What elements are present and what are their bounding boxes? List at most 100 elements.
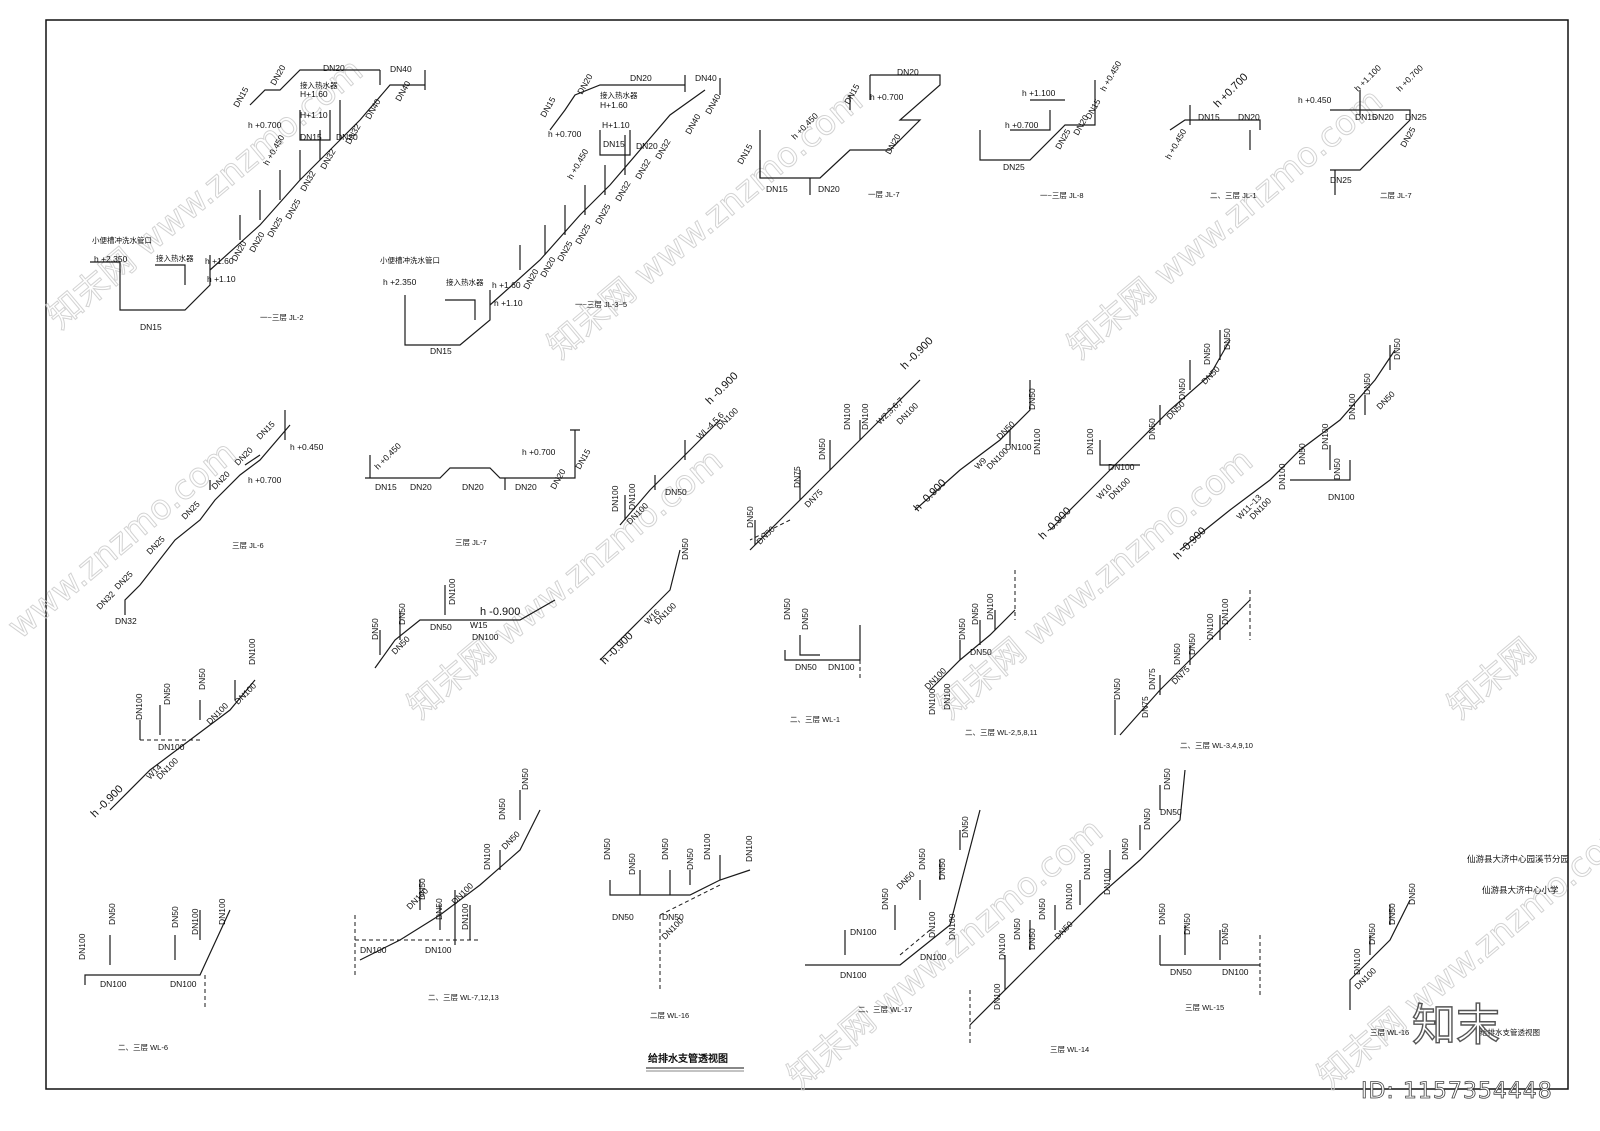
svg-text:DN100: DN100: [460, 903, 470, 930]
svg-text:DN25: DN25: [593, 202, 613, 226]
svg-text:DN100: DN100: [447, 578, 457, 605]
svg-text:DN50: DN50: [1027, 928, 1037, 950]
svg-text:DN50: DN50: [107, 903, 117, 925]
svg-text:DN40: DN40: [695, 73, 717, 83]
svg-text:DN100: DN100: [170, 979, 197, 989]
caption-wl-2-5-8-11: 二、三层 WL-2,5,8,11: [965, 728, 1037, 737]
svg-text:h -0.900: h -0.900: [480, 606, 520, 618]
diagram-wl-16-second: DN50 DN50 DN50 DN50 DN100 DN100 DN50 DN5…: [602, 833, 754, 1020]
caption-wl-3-4-9-10: 二、三层 WL-3,4,9,10: [1180, 741, 1253, 750]
svg-text:DN50: DN50: [937, 858, 947, 880]
svg-text:DN25: DN25: [283, 197, 303, 221]
diagram-w14: h -0.900 W14 DN100 DN100 DN100 DN50 DN50…: [89, 638, 259, 820]
svg-text:DN50: DN50: [685, 848, 695, 870]
svg-text:DN15: DN15: [603, 139, 625, 149]
svg-text:DN25: DN25: [265, 215, 285, 239]
svg-text:接入热水器: 接入热水器: [600, 90, 638, 100]
svg-text:h +0.450: h +0.450: [1098, 59, 1123, 93]
svg-text:h -0.900: h -0.900: [912, 477, 949, 514]
svg-text:DN50: DN50: [1142, 808, 1152, 830]
svg-text:DN100: DN100: [1352, 948, 1362, 975]
caption-jl-7-second: 二层 JL-7: [1380, 191, 1412, 200]
svg-text:DN50: DN50: [1037, 898, 1047, 920]
svg-text:DN15: DN15: [254, 419, 277, 442]
diagram-w9: h -0.900 W9 DN100 DN50 DN100 DN100 DN50: [912, 380, 1042, 514]
svg-text:h +0.700: h +0.700: [522, 447, 556, 457]
page-title: 给排水支管透视图: [648, 1052, 728, 1065]
svg-text:h +0.700: h +0.700: [248, 120, 282, 130]
watermark-text: 知末网 www.znzmo.com: [1060, 80, 1391, 366]
svg-text:DN50: DN50: [665, 487, 687, 497]
svg-text:DN75: DN75: [802, 487, 825, 510]
svg-text:h +0.450: h +0.450: [372, 441, 403, 472]
svg-text:DN100: DN100: [449, 880, 475, 906]
svg-text:DN50: DN50: [680, 538, 690, 560]
svg-text:DN20: DN20: [410, 482, 432, 492]
svg-text:DN25: DN25: [1003, 162, 1025, 172]
svg-text:DN50: DN50: [430, 622, 452, 632]
diagram-jl-3-5: DN20 DN40 DN20 DN15 H+1.60 H+1.10 h +0.7…: [380, 72, 723, 356]
svg-text:DN50: DN50: [1157, 903, 1167, 925]
svg-text:DN20: DN20: [462, 482, 484, 492]
svg-text:接入热水器: 接入热水器: [300, 80, 338, 90]
caption-wl-15: 三层 WL-15: [1185, 1003, 1224, 1012]
caption-jl-2: 一~三层 JL-2: [260, 313, 304, 322]
svg-text:DN50: DN50: [1187, 633, 1197, 655]
diagram-wl-2-3-6-7: h -0.900 W2,3,6,7 DN100 DN100 DN100 DN50…: [745, 335, 936, 551]
svg-text:DN100: DN100: [360, 945, 387, 955]
svg-text:DN40: DN40: [703, 92, 723, 116]
svg-text:h +2.350: h +2.350: [383, 277, 417, 287]
svg-text:DN20: DN20: [336, 132, 358, 142]
svg-text:DN100: DN100: [1277, 463, 1287, 490]
svg-text:W15: W15: [470, 620, 488, 630]
caption-jl-6: 三层 JL-6: [232, 541, 264, 550]
svg-text:DN50: DN50: [1222, 328, 1232, 350]
svg-text:DN100: DN100: [927, 911, 937, 938]
svg-text:DN15: DN15: [231, 85, 251, 109]
svg-text:DN15: DN15: [375, 482, 397, 492]
svg-text:DN75: DN75: [792, 466, 802, 488]
svg-text:DN50: DN50: [1164, 399, 1187, 422]
svg-text:DN50: DN50: [370, 618, 380, 640]
svg-text:DN15: DN15: [1355, 112, 1377, 122]
svg-text:DN100: DN100: [1064, 883, 1074, 910]
svg-text:DN20: DN20: [548, 467, 568, 491]
svg-text:DN40: DN40: [393, 79, 413, 103]
diagram-wl-3-4-9-10: DN50 DN75 DN75 DN75 DN50 DN50 DN100 DN10…: [1112, 590, 1253, 750]
svg-text:DN50: DN50: [497, 798, 507, 820]
caption-jl-8: 一~三层 JL-8: [1040, 191, 1084, 200]
svg-text:DN100: DN100: [1320, 423, 1330, 450]
svg-text:DN100: DN100: [1032, 428, 1042, 455]
svg-text:DN100: DN100: [425, 945, 452, 955]
svg-text:h +0.450: h +0.450: [290, 442, 324, 452]
svg-text:DN50: DN50: [1297, 443, 1307, 465]
svg-text:h -0.900: h -0.900: [599, 630, 636, 667]
svg-text:h +0.700: h +0.700: [1394, 63, 1425, 94]
svg-text:DN15: DN15: [300, 132, 322, 142]
svg-text:DN50: DN50: [434, 898, 444, 920]
svg-text:h +0.700: h +0.700: [1212, 71, 1251, 110]
svg-text:h +1.60: h +1.60: [492, 280, 521, 290]
svg-text:DN32: DN32: [318, 147, 338, 171]
diagram-wl-14: DN100 DN100 DN50 DN50 DN50 DN50 DN100 DN…: [969, 768, 1186, 1054]
svg-text:h +0.450: h +0.450: [565, 147, 590, 181]
svg-text:DN100: DN100: [482, 843, 492, 870]
svg-text:DN50: DN50: [1392, 338, 1402, 360]
svg-text:DN50: DN50: [782, 598, 792, 620]
svg-text:DN100: DN100: [985, 593, 995, 620]
svg-text:DN32: DN32: [115, 616, 137, 626]
svg-text:DN25: DN25: [555, 239, 575, 263]
svg-text:DN50: DN50: [1162, 768, 1172, 790]
svg-text:DN100: DN100: [247, 638, 257, 665]
svg-text:DN50: DN50: [1012, 918, 1022, 940]
svg-text:h +0.700: h +0.700: [548, 129, 582, 139]
svg-text:DN20: DN20: [268, 63, 288, 87]
svg-text:DN100: DN100: [610, 485, 620, 512]
svg-text:DN50: DN50: [1374, 389, 1397, 412]
svg-text:DN75: DN75: [1147, 668, 1157, 690]
svg-text:DN50: DN50: [1199, 364, 1222, 387]
svg-text:DN100: DN100: [992, 983, 1002, 1010]
watermark-text: 知末网 www.znzmo.com: [930, 440, 1261, 726]
svg-text:H+1.60: H+1.60: [300, 89, 328, 99]
svg-text:DN32: DN32: [343, 122, 363, 146]
